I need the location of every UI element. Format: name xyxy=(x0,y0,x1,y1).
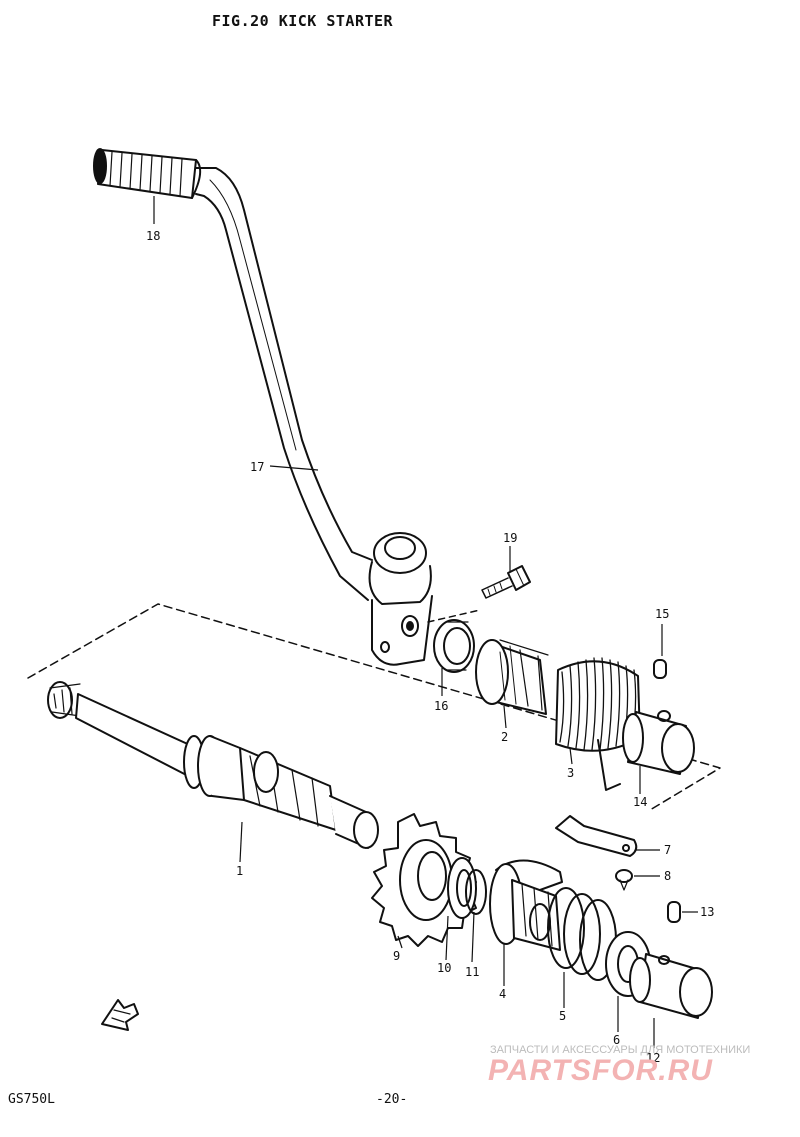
callout-1: 1 xyxy=(236,864,243,878)
circlip-11 xyxy=(465,869,487,915)
leader-3 xyxy=(569,747,573,765)
callout-11: 11 xyxy=(465,965,479,979)
callout-16: 16 xyxy=(434,699,448,713)
stopper-guide-14 xyxy=(622,710,695,775)
callout-17: 17 xyxy=(250,460,264,474)
kick-gear-9 xyxy=(371,813,477,947)
model-code: GS750L xyxy=(8,1092,55,1107)
stopper-plate-7 xyxy=(555,815,638,857)
callout-19: 19 xyxy=(503,531,517,545)
callout-7: 7 xyxy=(664,843,671,857)
leader-1 xyxy=(239,821,243,863)
bolt-19 xyxy=(481,565,531,599)
callout-9: 9 xyxy=(393,949,400,963)
oil-seal-16 xyxy=(433,619,475,673)
kick-lever xyxy=(195,167,433,666)
washer-10 xyxy=(447,857,477,919)
leader-10 xyxy=(445,915,449,961)
callout-10: 10 xyxy=(437,961,451,975)
leader-17 xyxy=(269,465,319,471)
watermark-logo: PARTSFOR.RU xyxy=(488,1054,713,1087)
callout-6: 6 xyxy=(613,1033,620,1047)
pin-15 xyxy=(653,659,667,679)
spring-guide-2 xyxy=(475,639,549,715)
callout-13: 13 xyxy=(700,905,714,919)
pin-13 xyxy=(667,901,681,923)
page-number: -20- xyxy=(376,1092,408,1107)
front-direction-arrow-icon xyxy=(101,999,139,1031)
assembly-boundary xyxy=(27,603,721,811)
callout-8: 8 xyxy=(664,869,671,883)
callout-15: 15 xyxy=(655,607,669,621)
kick-grip xyxy=(93,148,202,199)
screw-8 xyxy=(615,869,633,891)
callout-4: 4 xyxy=(499,987,506,1001)
callout-12: 12 xyxy=(646,1051,660,1065)
assembly-boundary-inner xyxy=(427,609,481,623)
watermark-caption: ЗАПЧАСТИ И АКСЕССУАРЫ ДЛЯ МОТОТЕХНИКИ xyxy=(490,1044,751,1056)
leader-2 xyxy=(503,705,507,729)
callout-5: 5 xyxy=(559,1009,566,1023)
callout-3: 3 xyxy=(567,766,574,780)
kick-shaft-1 xyxy=(47,681,379,849)
callout-2: 2 xyxy=(501,730,508,744)
leader-9 xyxy=(397,935,403,949)
callout-14: 14 xyxy=(633,795,647,809)
leader-11 xyxy=(471,911,475,963)
collar-12 xyxy=(629,953,713,1019)
callout-18: 18 xyxy=(146,229,160,243)
figure-title: FIG.20 KICK STARTER xyxy=(212,12,394,30)
